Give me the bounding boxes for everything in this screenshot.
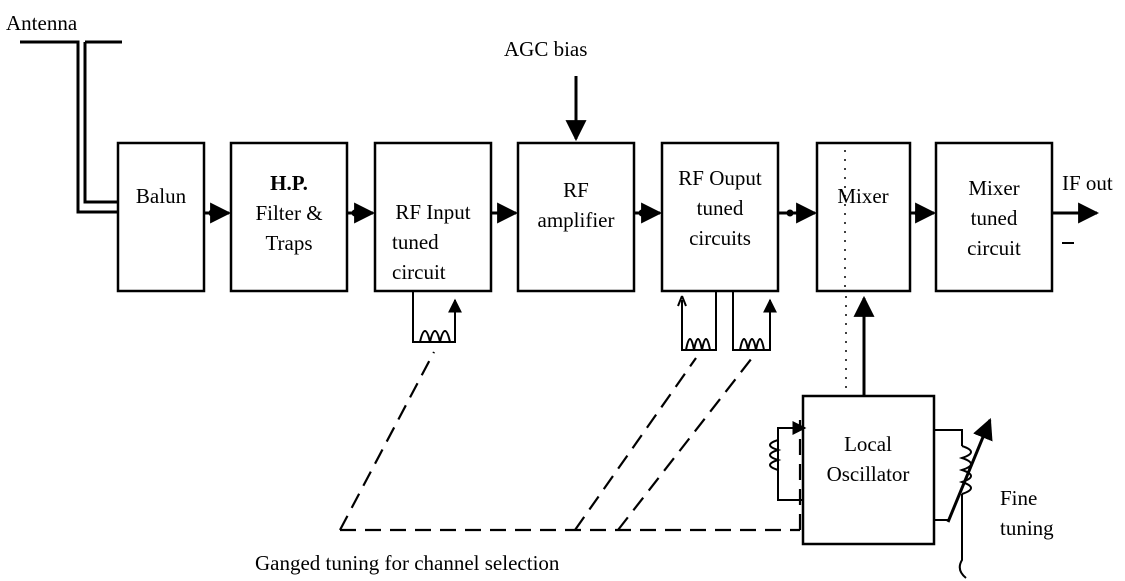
rf-output-coil-1: [677, 291, 717, 351]
mixer-label: Mixer: [837, 184, 888, 208]
ganged-tuning-label: Ganged tuning for channel selection: [255, 551, 560, 575]
rf-output-label-1: RF Ouput: [678, 166, 762, 190]
fine-tuning-label-2: tuning: [1000, 516, 1054, 540]
balun-block: Balun: [116, 141, 206, 293]
hp-filter-label-3: Traps: [265, 231, 312, 255]
antenna-label: Antenna: [6, 11, 78, 35]
mixer-block: Mixer: [815, 141, 912, 293]
signal-path: [204, 202, 1100, 244]
local-oscillator-label-2: Oscillator: [827, 462, 910, 486]
local-oscillator-block: Local Oscillator: [801, 394, 936, 546]
agc-bias: AGC bias: [504, 37, 587, 142]
rf-input-label-3: circuit: [392, 260, 446, 284]
rf-input-block: RF Input tuned circuit: [373, 141, 493, 293]
antenna: Antenna: [6, 11, 122, 214]
rf-amplifier-label-1: RF: [563, 178, 589, 202]
fine-tuning-coil: [934, 418, 993, 579]
rf-input-label-1: RF Input: [395, 200, 470, 224]
mixer-tuned-label-1: Mixer: [968, 176, 1019, 200]
rf-output-coil-2: [732, 291, 777, 351]
mixer-tuned-label-3: circuit: [967, 236, 1021, 260]
rf-amplifier-block: RF amplifier: [516, 141, 636, 293]
if-out-label: IF out: [1062, 171, 1113, 195]
lo-to-mixer: [844, 150, 875, 396]
balun-label: Balun: [136, 184, 187, 208]
ganged-tuning-linkage: [339, 351, 802, 532]
mixer-tuned-block: Mixer tuned circuit: [934, 141, 1054, 293]
mixer-tuned-label-2: tuned: [971, 206, 1018, 230]
fine-tuning-label-1: Fine: [1000, 486, 1037, 510]
local-oscillator-label-1: Local: [844, 432, 892, 456]
rf-amplifier-label-2: amplifier: [538, 208, 615, 232]
hp-filter-label-2: Filter &: [255, 201, 322, 225]
rf-output-block: RF Ouput tuned circuits: [660, 141, 780, 293]
rf-input-coil: [412, 291, 462, 343]
hp-filter-label-1: H.P.: [270, 171, 308, 195]
rf-output-label-3: circuits: [689, 226, 751, 250]
hp-filter-block: H.P. Filter & Traps: [229, 141, 349, 293]
rf-output-label-2: tuned: [697, 196, 744, 220]
agc-bias-label: AGC bias: [504, 37, 587, 61]
rf-input-label-2: tuned: [392, 230, 439, 254]
